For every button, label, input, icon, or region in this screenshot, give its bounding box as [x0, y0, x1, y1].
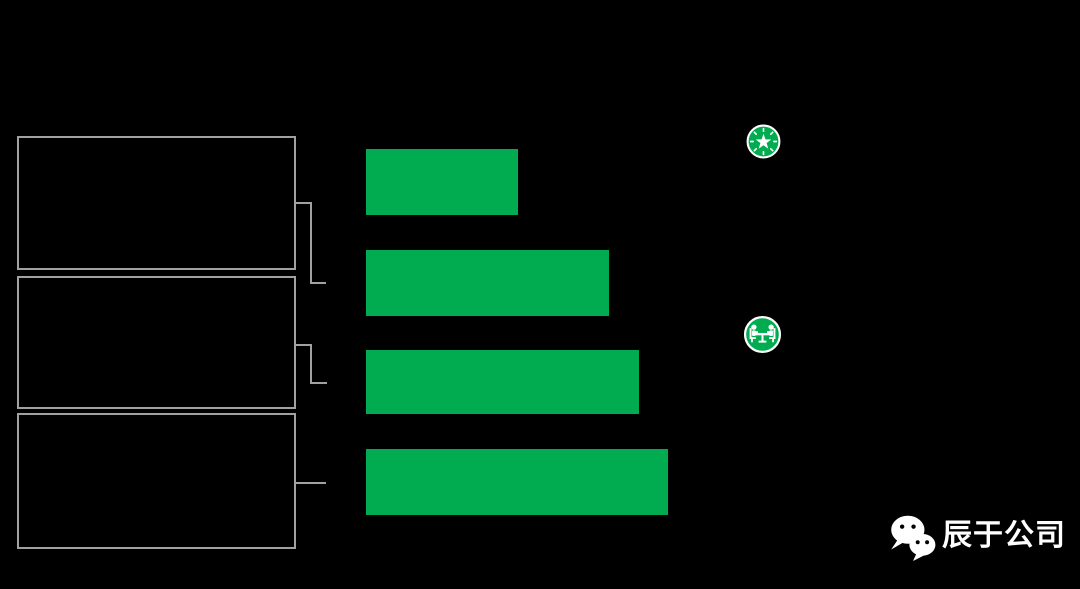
- brand-footer: 辰于公司: [886, 510, 1066, 562]
- annotation-box-1: [17, 136, 296, 270]
- brand-name: 辰于公司: [942, 519, 1066, 552]
- bar-4: [366, 449, 668, 515]
- connector-line: [310, 282, 326, 284]
- sparkle-star-icon: [746, 124, 781, 159]
- connector-line: [296, 344, 311, 346]
- wechat-icon: [891, 515, 936, 561]
- annotation-box-2: [17, 276, 296, 409]
- connector-line: [296, 202, 311, 204]
- bar-1: [366, 149, 518, 215]
- star-rays: [749, 127, 778, 156]
- meeting-icon: [743, 315, 782, 354]
- bar-3: [366, 350, 639, 414]
- bar-2: [366, 250, 609, 316]
- connector-line: [310, 382, 327, 384]
- connector-line: [296, 482, 326, 484]
- annotation-box-3: [17, 413, 296, 549]
- connector-line: [310, 344, 312, 384]
- connector-line: [310, 202, 312, 284]
- meeting-glyph: [749, 324, 776, 343]
